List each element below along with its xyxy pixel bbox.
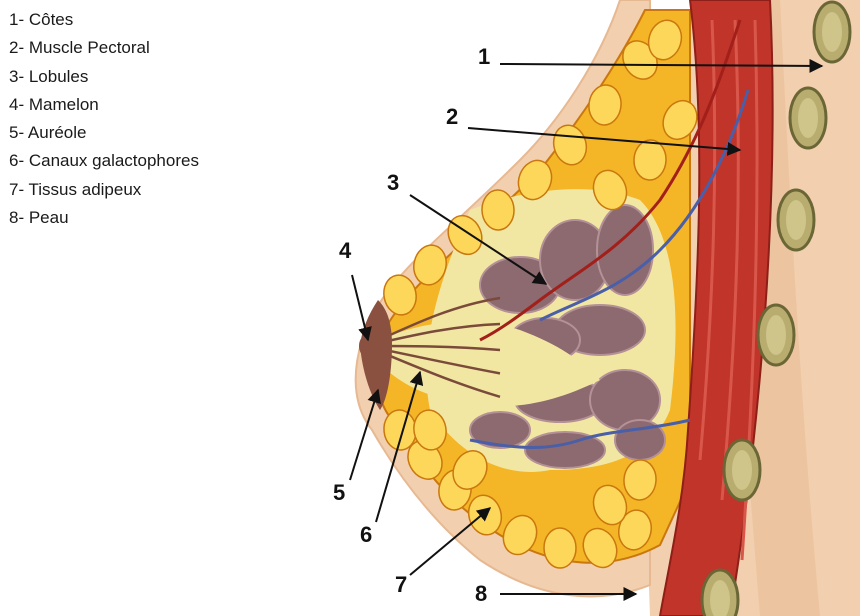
fat-lobule (481, 189, 514, 230)
callout-8: 8 (475, 583, 487, 605)
callout-5: 5 (333, 482, 345, 504)
rib-marrow (732, 450, 752, 490)
callout-3: 3 (387, 172, 399, 194)
callout-2: 2 (446, 106, 458, 128)
rib-marrow (798, 98, 818, 138)
callout-1: 1 (478, 46, 490, 68)
callout-7: 7 (395, 574, 407, 596)
callout-arrow (352, 275, 368, 340)
fat-lobule (544, 528, 577, 569)
callout-6: 6 (360, 524, 372, 546)
callout-4: 4 (339, 240, 351, 262)
rib-marrow (766, 315, 786, 355)
rib-marrow (822, 12, 842, 52)
rib-marrow (786, 200, 806, 240)
